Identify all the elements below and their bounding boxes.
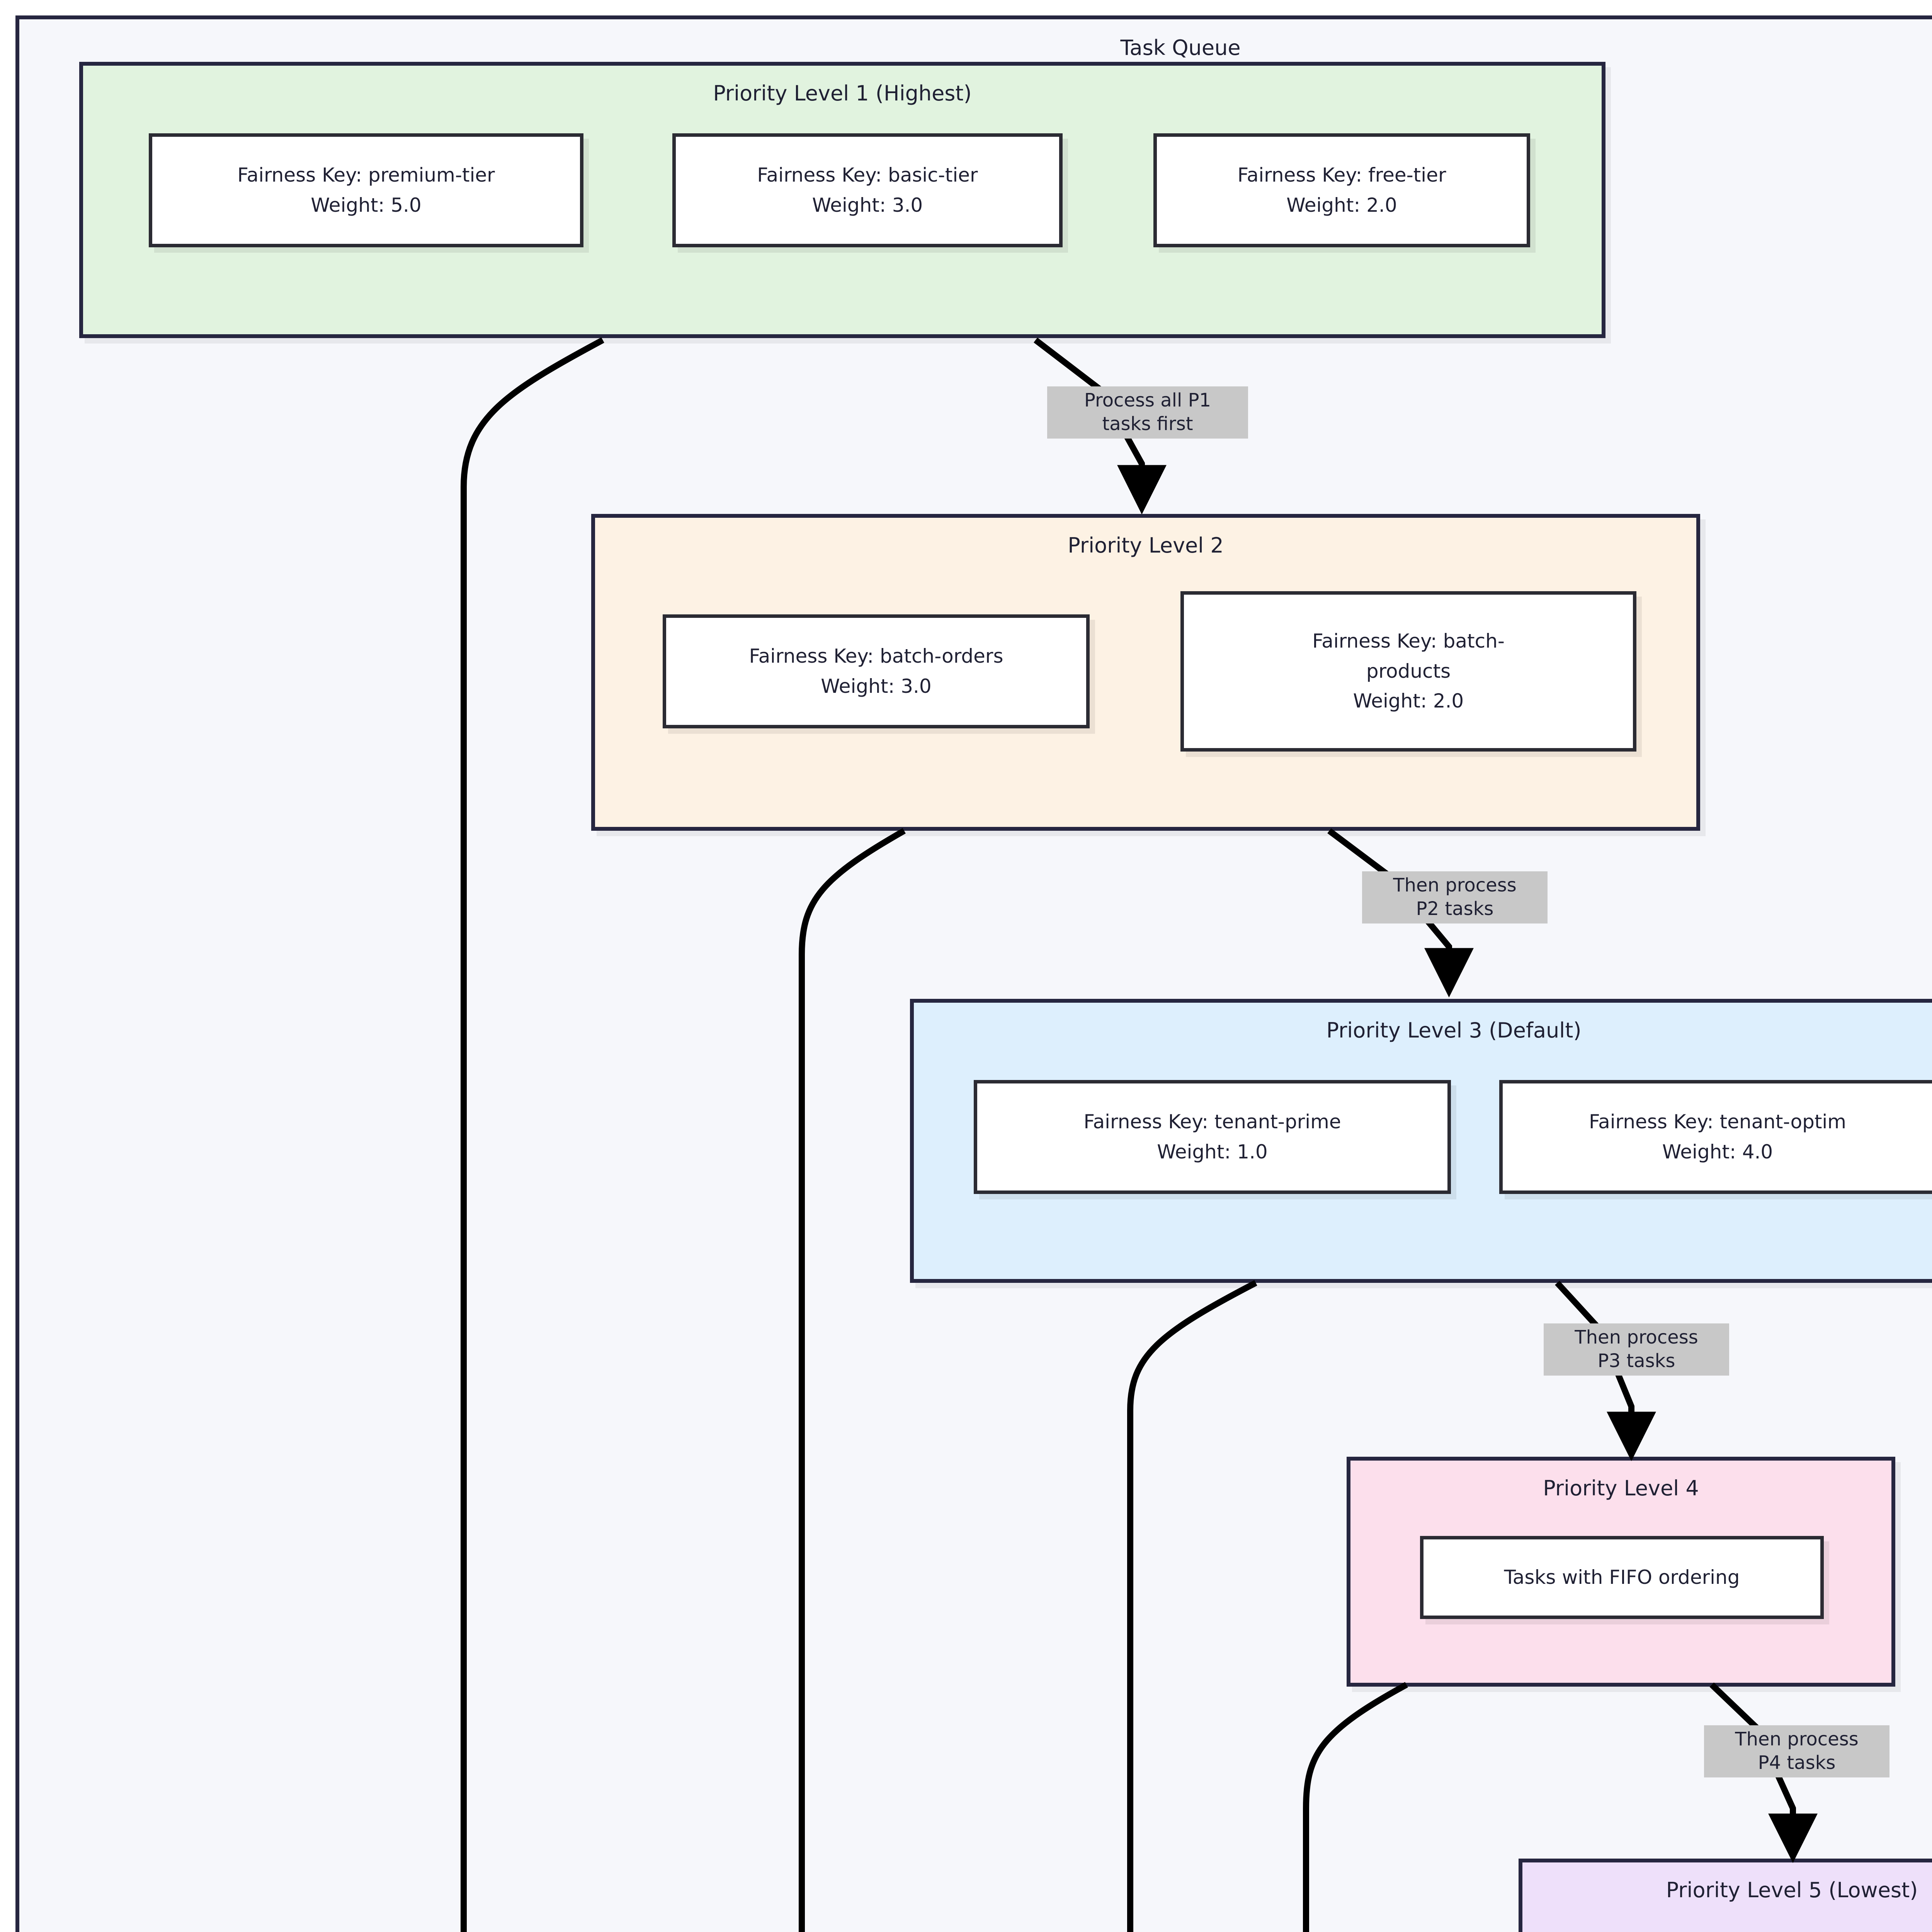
edge-label-line-1: Then process <box>1735 1728 1859 1750</box>
edge-label-line-1: Process all P1 <box>1084 389 1211 411</box>
edge-label-line-1: Then process <box>1575 1327 1698 1348</box>
weight-text: Weight: 2.0 <box>1286 194 1397 216</box>
fairness-key-text: Fairness Key: tenant-prime <box>1083 1111 1341 1133</box>
edge-label-line-2: P3 tasks <box>1597 1350 1675 1372</box>
cluster-title-p4: Priority Level 4 <box>1543 1476 1699 1500</box>
weight-text: Weight: 1.0 <box>1157 1140 1268 1163</box>
fairness-key-text: Fairness Key: tenant-optim <box>1588 1111 1847 1133</box>
cluster-title-p3: Priority Level 3 (Default) <box>1326 1018 1582 1043</box>
cluster-title-p2: Priority Level 2 <box>1068 533 1224 558</box>
node-fifo-p4[interactable]: Tasks with FIFO ordering <box>1420 1536 1824 1619</box>
cluster-priority-level-5: Priority Level 5 (Lowest) <box>1519 1859 1932 1932</box>
node-fairness-premium-tier[interactable]: Fairness Key: premium-tier Weight: 5.0 <box>149 133 583 247</box>
weight-text: Weight: 5.0 <box>311 194 422 216</box>
edge-label-p3-p4: Then process P3 tasks <box>1544 1323 1729 1376</box>
node-fairness-batch-orders[interactable]: Fairness Key: batch-orders Weight: 3.0 <box>663 614 1090 728</box>
weight-text: Weight: 4.0 <box>1662 1140 1773 1163</box>
edge-label-line-2: P2 tasks <box>1416 898 1494 920</box>
node-fairness-tenant-optim[interactable]: Fairness Key: tenant-optim Weight: 4.0 <box>1499 1080 1932 1194</box>
fairness-key-text: Fairness Key: premium-tier <box>237 164 495 186</box>
cluster-title-p5: Priority Level 5 (Lowest) <box>1666 1878 1918 1902</box>
fairness-key-text: Fairness Key: basic-tier <box>757 164 978 186</box>
fifo-text: Tasks with FIFO ordering <box>1504 1566 1740 1588</box>
fairness-key-text: Fairness Key: batch-orders <box>749 645 1003 667</box>
edge-label-p1-p2: Process all P1 tasks first <box>1047 386 1248 439</box>
fairness-key-text: Fairness Key: free-tier <box>1237 164 1446 186</box>
edge-label-line-1: Then process <box>1393 874 1517 896</box>
edge-label-p4-p5: Then process P4 tasks <box>1704 1725 1889 1777</box>
edge-label-p2-p3: Then process P2 tasks <box>1362 871 1548 923</box>
edge-label-line-2: P4 tasks <box>1758 1752 1836 1774</box>
fairness-key-text: Fairness Key: batch- <box>1312 630 1505 653</box>
task-queue-title: Task Queue <box>1120 36 1241 60</box>
weight-text: Weight: 3.0 <box>812 194 923 216</box>
node-fairness-batch-products[interactable]: Fairness Key: batch- products Weight: 2.… <box>1180 591 1636 752</box>
node-fairness-basic-tier[interactable]: Fairness Key: basic-tier Weight: 3.0 <box>672 133 1063 247</box>
node-fairness-tenant-prime[interactable]: Fairness Key: tenant-prime Weight: 1.0 <box>974 1080 1451 1194</box>
node-fairness-free-tier[interactable]: Fairness Key: free-tier Weight: 2.0 <box>1153 133 1530 247</box>
cluster-title-p1: Priority Level 1 (Highest) <box>713 81 972 105</box>
weight-text: Weight: 3.0 <box>821 675 932 697</box>
fairness-key-text-2: products <box>1366 660 1451 682</box>
edge-label-line-2: tasks first <box>1102 413 1193 435</box>
weight-text: Weight: 2.0 <box>1353 690 1464 713</box>
